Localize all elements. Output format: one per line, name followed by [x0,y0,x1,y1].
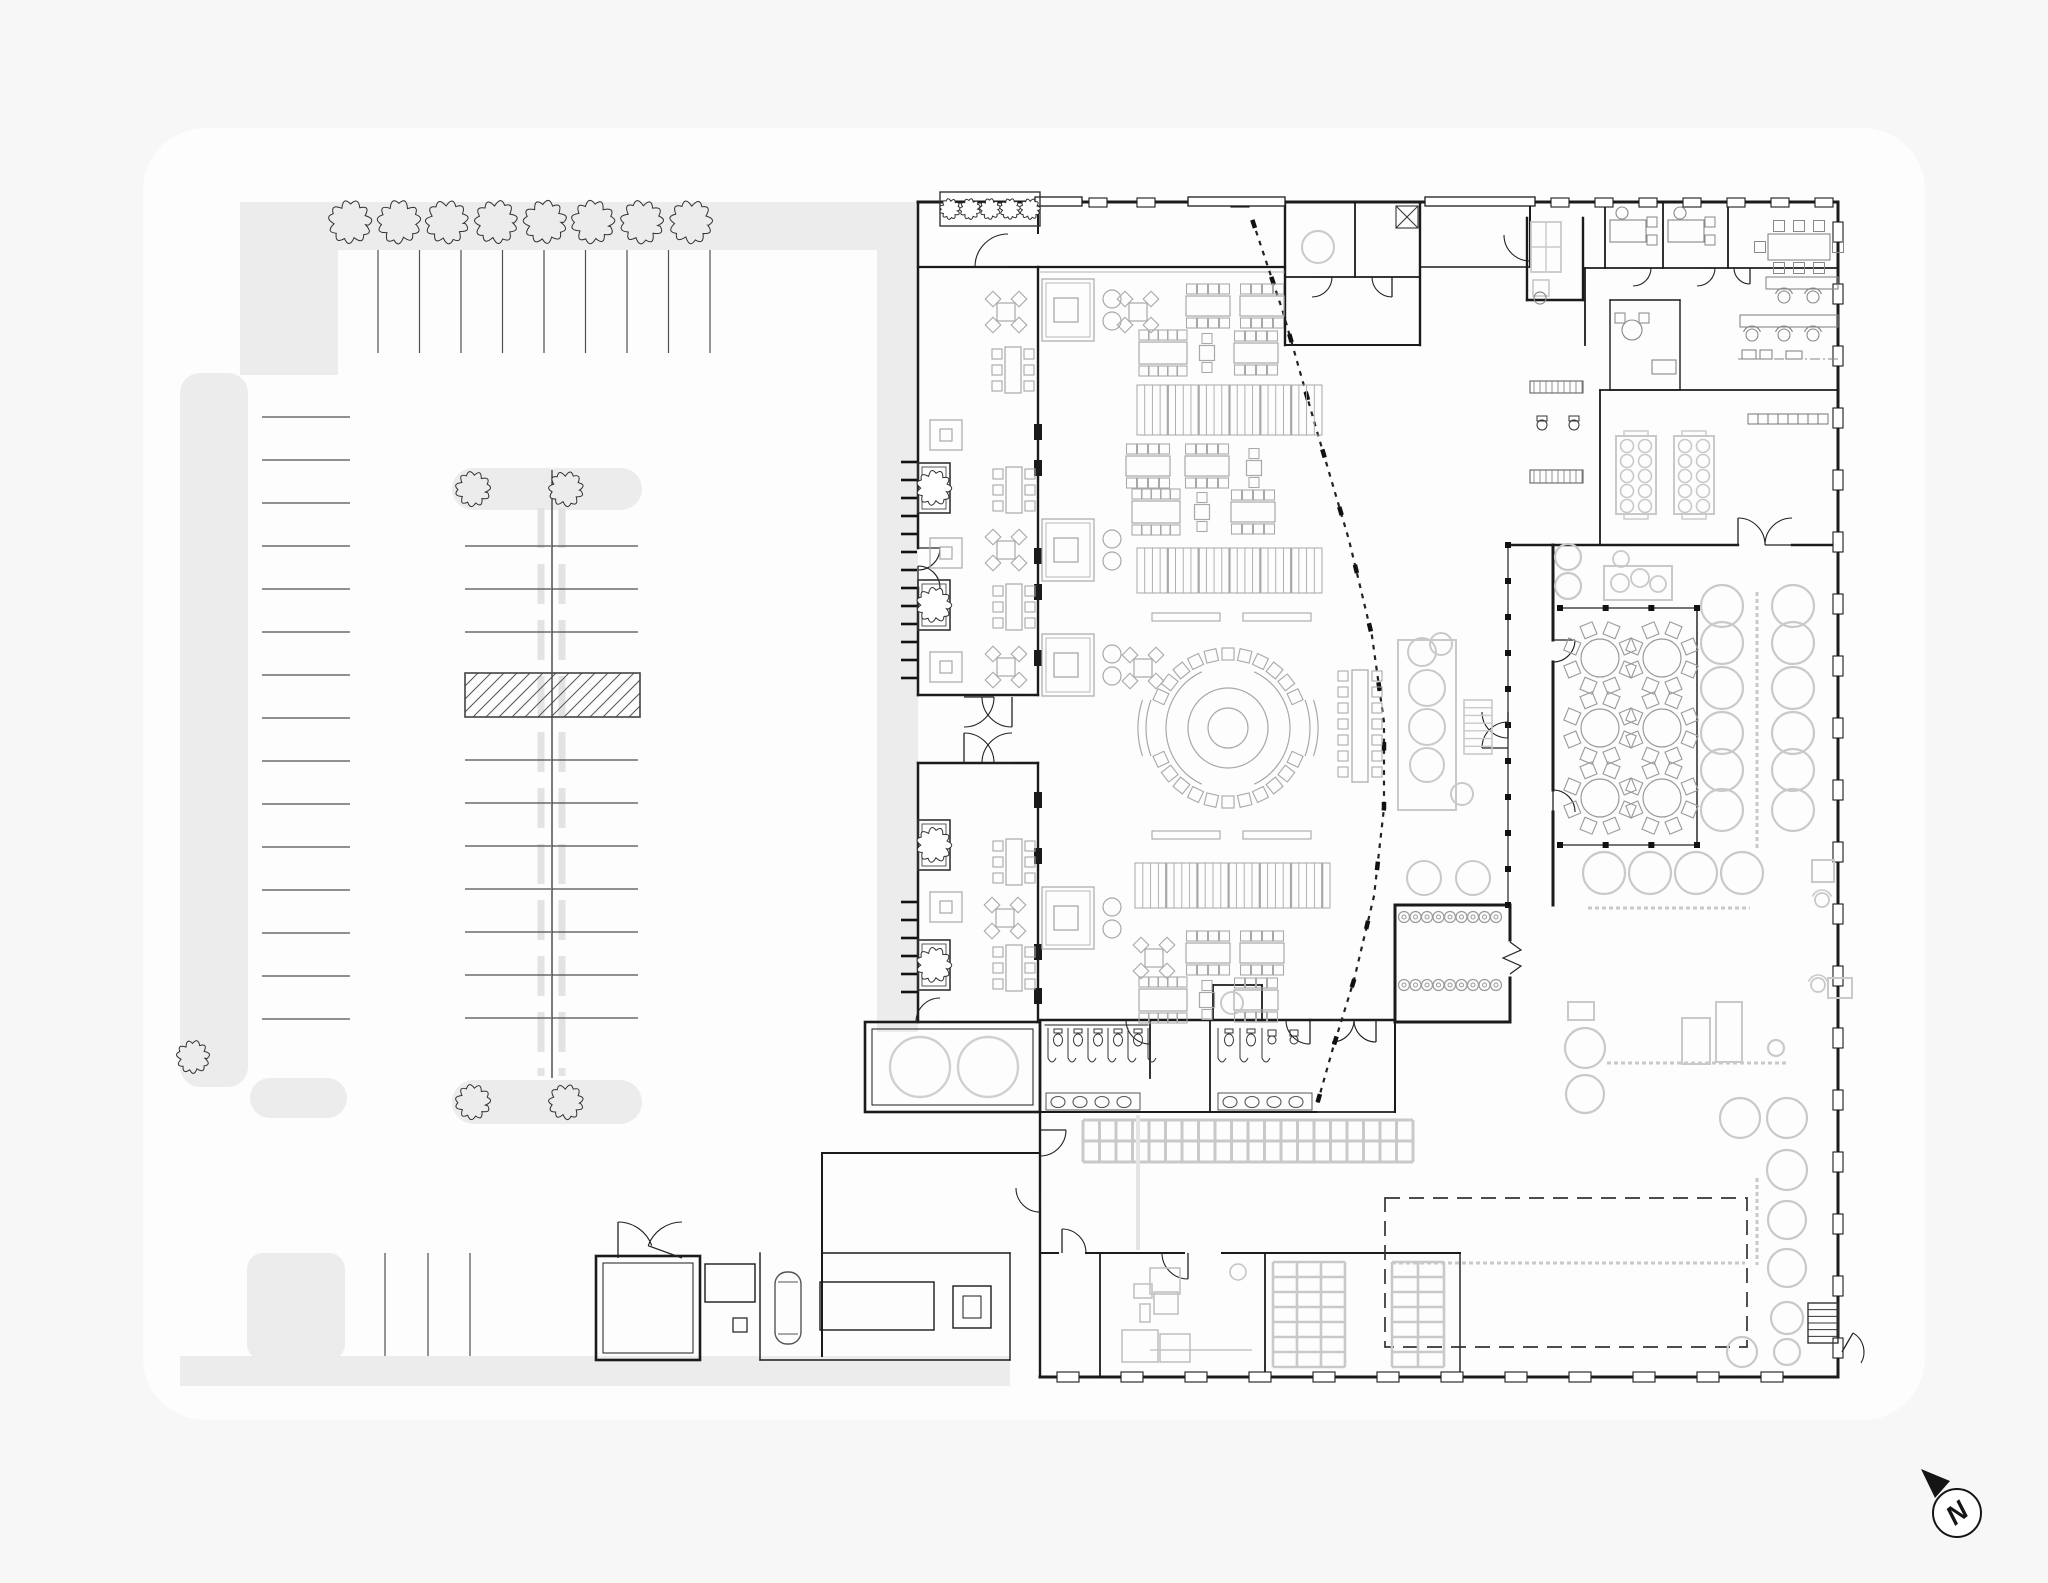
compass-circle [1932,1488,1982,1538]
furniture [916,191,1699,1024]
patio-fence-ticks [901,460,917,994]
restroom-fixtures [1045,205,1580,1111]
circular-bar [1137,647,1319,809]
dotted-column-walls [1505,542,1700,908]
dotted-boundary-line [1250,219,1387,1111]
parking-stall-lines [262,250,711,1356]
kitchen-equipment [1121,1115,1252,1363]
building-walls [594,200,1840,1379]
exit-stairs [1807,1302,1839,1344]
wall-windows [1034,196,1844,1383]
site-trees [176,199,713,1121]
service-yard [774,1035,1020,1345]
compass-arrow-icon [1921,1469,1950,1498]
grid-shelving [1081,1118,1446,1369]
door-swings [617,233,1865,1364]
gray-equipment [1397,430,1853,1369]
parking-area [180,202,1010,1386]
dashed-zones [1384,592,1787,1348]
office-furniture [1529,206,1844,993]
compass-north-indicator: N [1921,1469,1982,1538]
